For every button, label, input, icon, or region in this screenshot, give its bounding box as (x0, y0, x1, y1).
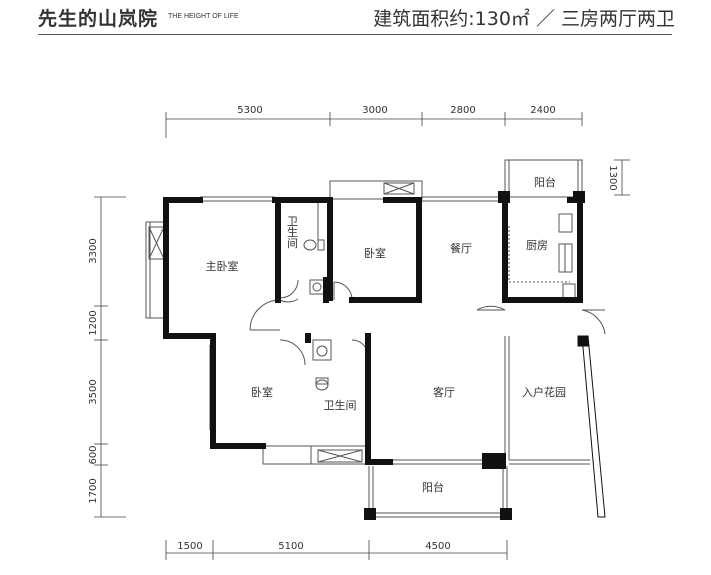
area-info: 建筑面积约:130㎡ ／ 三房两厅两卫 (373, 8, 675, 30)
dim-bottom-1: 1500 (177, 541, 202, 552)
dim-left-2: 1200 (88, 310, 99, 335)
dim-left-1: 3300 (88, 238, 99, 263)
room-bedroom-2: 卧室 (251, 385, 273, 399)
dim-bottom-2: 5100 (278, 541, 303, 552)
dim-left-3: 3500 (88, 379, 99, 404)
entry-garden-railing (577, 335, 606, 518)
dim-top-1: 5300 (237, 105, 262, 116)
room-bathroom-2: 卫生间 (324, 398, 357, 412)
dimension-lines (94, 112, 630, 560)
dim-top-3: 2800 (450, 105, 475, 116)
room-dining: 餐厅 (450, 241, 472, 255)
room-bedroom-1: 卧室 (364, 246, 386, 260)
dim-top-4: 2400 (530, 105, 555, 116)
room-kitchen: 厨房 (526, 239, 548, 252)
header-divider (38, 34, 672, 35)
dim-left-5: 1700 (88, 478, 99, 503)
dim-top-2: 3000 (362, 105, 387, 116)
dim-top-right: 1300 (607, 165, 618, 190)
page-subtitle: THE HEIGHT OF LIFE (168, 13, 239, 20)
page-title: 先生的山岚院 (38, 8, 159, 30)
room-bathroom-1: 卫生间 (286, 216, 299, 250)
room-entry-garden: 入户花园 (522, 385, 566, 399)
thick-walls (163, 191, 585, 520)
dim-left-4: 600 (88, 445, 99, 464)
room-labels: 主卧室 卫生间 卧室 餐厅 厨房 阳台 卧室 卫生间 客厅 入户花园 阳台 (206, 175, 567, 494)
room-master-bedroom: 主卧室 (206, 259, 239, 273)
dim-bottom-3: 4500 (425, 541, 450, 552)
room-balcony-top: 阳台 (534, 175, 556, 189)
room-living: 客厅 (433, 385, 455, 399)
room-balcony-bottom: 阳台 (422, 480, 444, 494)
